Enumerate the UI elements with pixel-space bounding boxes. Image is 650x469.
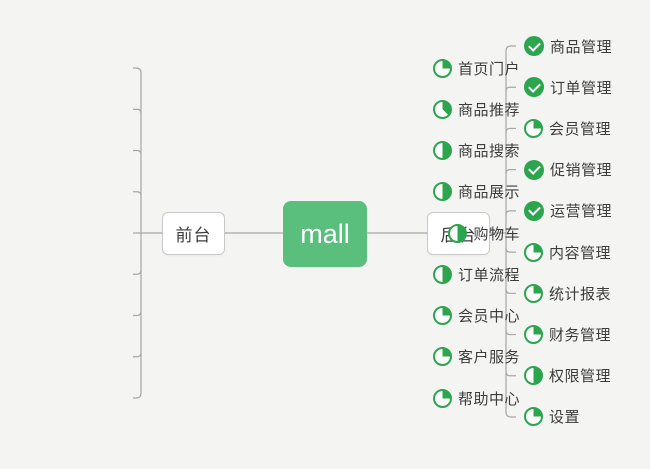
progress-pie-icon [432, 99, 452, 119]
node-label: 购物车 [473, 225, 520, 243]
check-glyph [527, 203, 541, 217]
check-glyph [527, 79, 541, 93]
progress-pie-icon [524, 283, 543, 303]
done-check-icon [524, 36, 544, 56]
mindmap-node[interactable]: 订单管理 [524, 76, 612, 98]
root-node-mall[interactable]: mall [283, 201, 367, 267]
node-label: 商品搜索 [457, 143, 520, 160]
mindmap-node[interactable]: 商品管理 [524, 35, 612, 57]
mindmap-node[interactable]: 设置 [524, 406, 580, 428]
progress-pie-icon [524, 118, 543, 138]
node-label: 促销管理 [550, 162, 613, 180]
node-label: 首页门户 [457, 60, 520, 78]
progress-pie-icon [432, 58, 452, 78]
node-label: 设置 [549, 409, 581, 427]
mindmap-node[interactable]: 财务管理 [524, 324, 611, 346]
progress-pie-icon [448, 223, 468, 243]
mindmap-node[interactable]: 会员中心 [432, 305, 520, 327]
progress-pie-icon [524, 325, 543, 345]
progress-pie-icon [432, 182, 452, 202]
mindmap-node[interactable]: 帮助中心 [432, 387, 520, 409]
node-label: 会员管理 [549, 120, 612, 138]
mindmap-node[interactable]: 会员管理 [524, 117, 611, 139]
node-label: 帮助中心 [457, 390, 520, 408]
check-glyph [527, 38, 541, 52]
done-check-icon [524, 200, 544, 221]
node-label: 商品展示 [457, 184, 520, 202]
node-label: 权限管理 [549, 368, 612, 386]
mindmap-node[interactable]: 商品展示 [432, 181, 520, 203]
progress-pie-icon [432, 306, 452, 325]
mindmap-node[interactable]: 订单流程 [432, 263, 520, 285]
mindmap-node[interactable]: 购物车 [448, 222, 520, 244]
check-glyph [527, 162, 541, 176]
progress-pie-icon [524, 242, 543, 262]
done-check-icon [524, 159, 544, 180]
progress-pie-icon [524, 407, 543, 427]
mindmap-node[interactable]: 首页门户 [432, 57, 520, 79]
mindmap-node[interactable]: 内容管理 [524, 241, 611, 263]
node-label: 订单流程 [457, 266, 520, 284]
mindmap-node[interactable]: 运营管理 [524, 200, 612, 222]
progress-pie-icon [432, 388, 452, 408]
branch-node-frontend[interactable]: 前台 [162, 212, 225, 255]
mindmap-node[interactable]: 商品推荐 [432, 98, 520, 120]
mindmap-node[interactable]: 权限管理 [524, 365, 611, 387]
mindmap-node[interactable]: 统计报表 [524, 282, 611, 304]
progress-pie-icon [524, 366, 543, 386]
node-label: 会员中心 [457, 308, 520, 325]
node-label: 统计报表 [549, 285, 612, 303]
node-label: 商品管理 [550, 38, 613, 56]
node-label: 内容管理 [549, 244, 612, 262]
node-label: 客户服务 [457, 349, 520, 367]
done-check-icon [524, 77, 544, 98]
progress-pie-icon [432, 264, 452, 284]
mindmap-node[interactable]: 客户服务 [432, 346, 520, 368]
progress-pie-icon [432, 347, 452, 367]
node-label: 订单管理 [550, 79, 613, 97]
node-label: 运营管理 [550, 203, 613, 221]
mindmap-node[interactable]: 促销管理 [524, 159, 612, 181]
node-label: 财务管理 [549, 327, 612, 345]
mindmap-node[interactable]: 商品搜索 [432, 140, 520, 162]
node-label: 商品推荐 [457, 101, 520, 119]
progress-pie-icon [432, 141, 452, 160]
